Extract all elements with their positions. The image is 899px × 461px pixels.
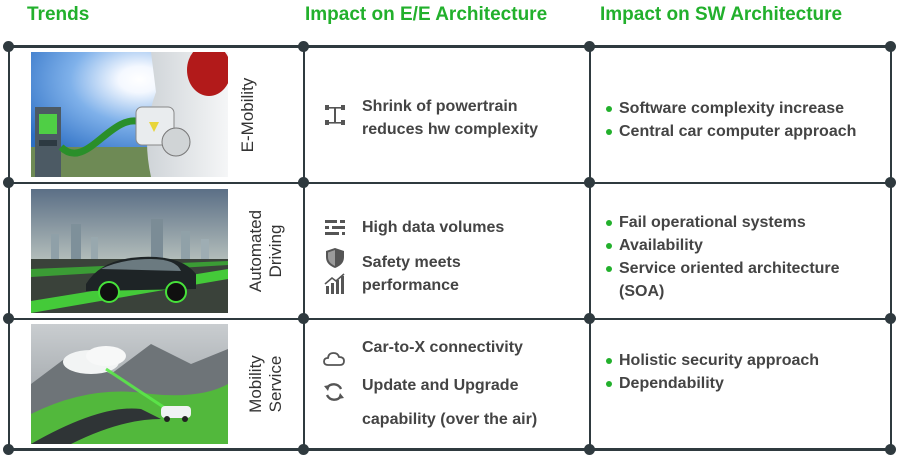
list-item-text: Holistic security approach (619, 352, 820, 369)
grid-line-top (8, 45, 892, 48)
ee-item-data-volumes: High data volumes (362, 216, 504, 239)
grid-node (3, 444, 14, 455)
mobility-service-photo (31, 324, 228, 444)
list-item: Availability (606, 234, 840, 257)
bullet-dot (606, 129, 612, 135)
row-label-mobility-service: Mobility Service (245, 329, 287, 439)
grid-node (298, 177, 309, 188)
ee-text-line: capability (over the air) (362, 411, 538, 428)
column-header-trends: Trends (27, 4, 90, 25)
ee-text-line: Shrink of powertrain (362, 98, 518, 115)
grid-line-left (8, 47, 10, 449)
bullet-dot (606, 266, 612, 272)
column-header-ee-architecture: Impact on E/E Architecture (305, 4, 548, 25)
list-item-text: Service oriented architecture (619, 260, 840, 277)
list-item-continuation: (SOA) (619, 283, 665, 300)
grid-line-row1 (8, 182, 892, 184)
row-label-automated-driving: Automated Driving (245, 196, 287, 306)
bullet-dot (606, 358, 612, 364)
row-label-e-mobility: E-Mobility (227, 60, 269, 170)
grid-node (3, 41, 14, 52)
cloud-icon (323, 352, 345, 366)
ee-text-line: Update and Upgrade (362, 377, 519, 394)
list-item-text: Fail operational systems (619, 214, 806, 231)
grid-node (885, 444, 896, 455)
sync-icon (324, 383, 344, 401)
ee-item-safety: Safety meets performance (362, 251, 461, 297)
ee-item-powertrain: Shrink of powertrain reduces hw complexi… (362, 95, 538, 141)
bullet-dot (606, 106, 612, 112)
grid-node (298, 313, 309, 324)
list-item: Service oriented architecture (606, 257, 840, 280)
data-volume-icon (325, 219, 345, 236)
performance-chart-icon (324, 273, 345, 294)
grid-line-col1 (303, 47, 305, 449)
grid-line-col2 (589, 47, 591, 449)
grid-node (885, 177, 896, 188)
grid-node (584, 313, 595, 324)
row-label-line: Automated (246, 209, 265, 293)
ee-item-update: Update and Upgrade capability (over the … (362, 369, 537, 437)
grid-node (298, 444, 309, 455)
ee-text-line: High data volumes (362, 219, 505, 236)
ee-text-line: Safety meets (362, 254, 461, 271)
row-label-line: Service (266, 355, 285, 413)
bullet-dot (606, 220, 612, 226)
shield-icon (326, 248, 344, 268)
list-item-text: Software complexity increase (619, 100, 844, 117)
grid-node (3, 177, 14, 188)
ee-text-line: Car-to-X connectivity (362, 339, 523, 356)
automated-driving-photo (31, 189, 228, 313)
sw-list-mobility-service: Holistic security approach Dependability (606, 349, 819, 395)
grid-node (885, 41, 896, 52)
ee-text-line: performance (362, 277, 459, 294)
ee-item-connectivity: Car-to-X connectivity (362, 336, 523, 359)
grid-line-bottom (8, 448, 892, 451)
powertrain-icon (325, 105, 345, 125)
grid-node (584, 444, 595, 455)
list-item: Dependability (606, 372, 819, 395)
row-label-line: E-Mobility (238, 77, 257, 153)
list-item-text: Central car computer approach (619, 123, 857, 140)
grid-node (584, 177, 595, 188)
row-label-line: Mobility (246, 355, 265, 413)
ee-text-line: reduces hw complexity (362, 121, 539, 138)
list-item: Holistic security approach (606, 349, 819, 372)
e-mobility-photo (31, 52, 228, 177)
grid-node (885, 313, 896, 324)
grid-node (298, 41, 309, 52)
list-item: Central car computer approach (606, 120, 856, 143)
grid-node (3, 313, 14, 324)
bullet-dot (606, 243, 612, 249)
list-item: Software complexity increase (606, 97, 856, 120)
sw-list-automated-driving: Fail operational systems Availability Se… (606, 211, 840, 303)
grid-line-row2 (8, 318, 892, 320)
grid-line-right (890, 47, 892, 449)
list-item-text: Dependability (619, 375, 724, 392)
list-item: Fail operational systems (606, 211, 840, 234)
row-label-line: Driving (266, 224, 285, 278)
bullet-dot (606, 381, 612, 387)
grid-node (584, 41, 595, 52)
sw-list-e-mobility: Software complexity increase Central car… (606, 97, 856, 143)
column-header-sw-architecture: Impact on SW Architecture (600, 4, 843, 25)
list-item-text: Availability (619, 237, 703, 254)
